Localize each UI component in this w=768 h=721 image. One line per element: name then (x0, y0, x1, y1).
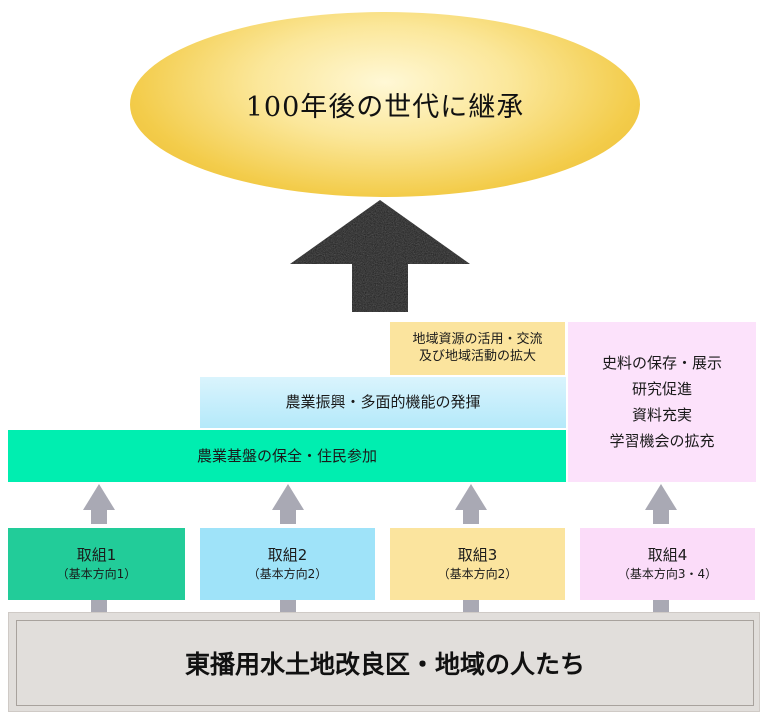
history-box: 史料の保存・展示 研究促進 資料充実 学習機会の拡充 (568, 322, 756, 482)
agriculture-box: 農業振興・多面的機能の発揮 (200, 377, 566, 428)
goal-ellipse: 100年後の世代に継承 (130, 12, 640, 197)
base-text: 東播用水土地改良区・地域の人たち (184, 650, 585, 679)
gray-up-arrow-icon (272, 484, 304, 524)
foundation-box: 農業基盤の保全・住民参加 (8, 430, 566, 482)
initiative-label: 取組4 (647, 545, 688, 564)
initiative-2-box: 取組2 （基本方向2） (200, 528, 375, 600)
base-inner-frame: 東播用水土地改良区・地域の人たち (16, 620, 754, 706)
gray-arrow-shaft (463, 600, 479, 613)
initiative-3-box: 取組3 （基本方向2） (390, 528, 565, 600)
initiative-sub: （基本方向3・4） (617, 567, 718, 582)
initiative-label: 取組1 (76, 545, 117, 564)
base-box (8, 612, 760, 712)
goal-text: 100年後の世代に継承 (245, 92, 525, 123)
initiative-label: 取組3 (457, 545, 498, 564)
initiative-sub: （基本方向2） (437, 567, 518, 582)
regional-activity-box: 地域資源の活用・交流 及び地域活動の拡大 (390, 322, 565, 375)
initiative-label: 取組2 (267, 545, 308, 564)
gray-up-arrow-icon (455, 484, 487, 524)
initiative-sub: （基本方向2） (247, 567, 328, 582)
gray-arrow-shaft (91, 600, 107, 613)
initiative-1-box: 取組1 （基本方向1） (8, 528, 185, 600)
black-up-arrow-icon (290, 200, 470, 312)
gray-arrow-shaft (280, 600, 296, 613)
initiative-4-box: 取組4 （基本方向3・4） (580, 528, 755, 600)
gray-arrow-shaft (653, 600, 669, 613)
gray-up-arrow-icon (645, 484, 677, 524)
gray-up-arrow-icon (83, 484, 115, 524)
initiative-sub: （基本方向1） (56, 567, 137, 582)
